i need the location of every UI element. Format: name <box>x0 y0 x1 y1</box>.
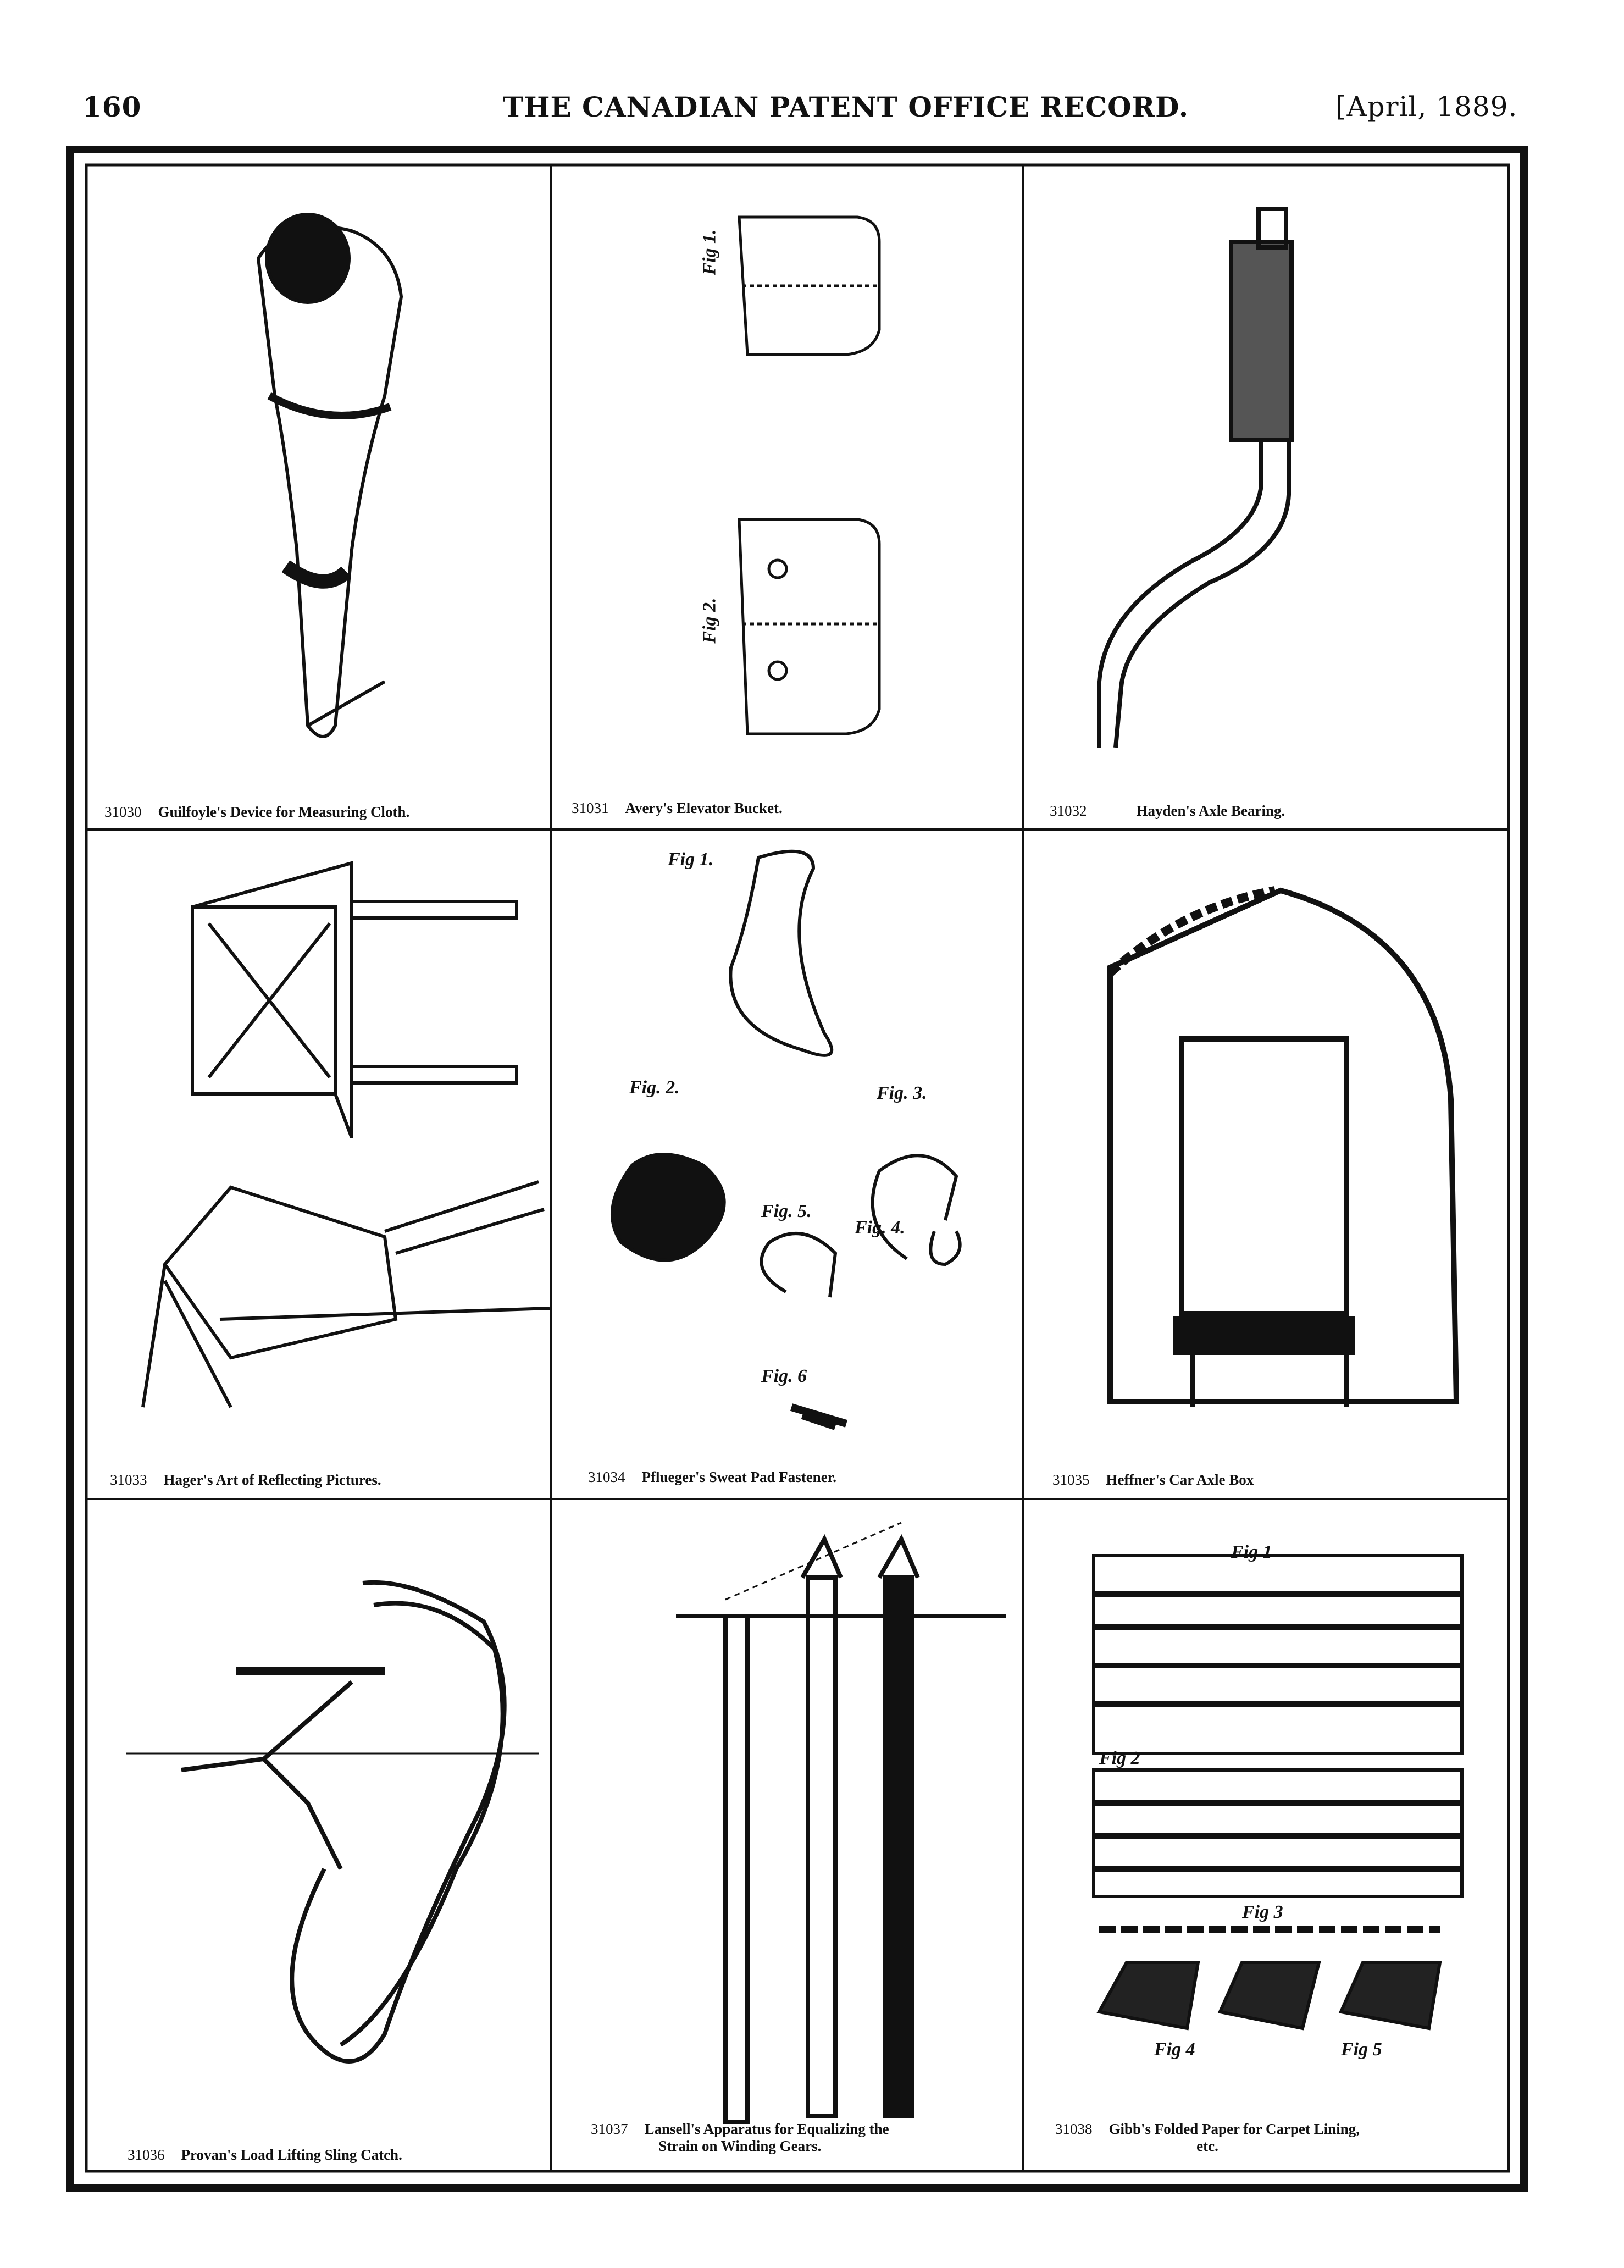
figure-label: Fig 3 <box>1242 1902 1283 1922</box>
figure-label: Fig 4 <box>1154 2039 1195 2060</box>
figure-label: Fig 1. <box>668 849 714 870</box>
figure-label: Fig 2. <box>699 598 720 644</box>
axle-bearing-drawing <box>1097 207 1294 748</box>
winding-gears-drawing <box>676 1522 1006 2124</box>
figure-label: Fig. 2. <box>629 1077 680 1098</box>
sweat-pad-fastener-drawing <box>611 849 962 1430</box>
folded-paper-drawing <box>1092 1554 1464 2031</box>
figure-label: Fig 5 <box>1341 2039 1382 2060</box>
issue-date: [April, 1889. <box>1335 91 1518 123</box>
figure-label: Fig. 3. <box>877 1083 927 1103</box>
inner-border <box>85 163 1510 2173</box>
figure-label: Fig. 4. <box>855 1218 905 1238</box>
figure-label: Fig 1. <box>699 229 720 275</box>
measuring-device-drawing <box>256 213 403 738</box>
figure-label: Fig 2 <box>1099 1748 1140 1768</box>
figure-label: Fig 1 <box>1231 1542 1272 1562</box>
car-axle-box-drawing <box>1107 886 1460 1407</box>
figure-label: Fig. 6 <box>761 1366 807 1386</box>
figure-label: Fig. 5. <box>761 1201 812 1221</box>
sling-catch-drawing <box>126 1580 539 2064</box>
elevator-bucket-drawing <box>738 215 881 735</box>
page-number: 160 <box>82 91 142 123</box>
reflecting-pictures-drawing <box>141 861 550 1408</box>
outer-border <box>66 146 1528 2192</box>
journal-title: THE CANADIAN PATENT OFFICE RECORD. <box>503 91 1189 123</box>
